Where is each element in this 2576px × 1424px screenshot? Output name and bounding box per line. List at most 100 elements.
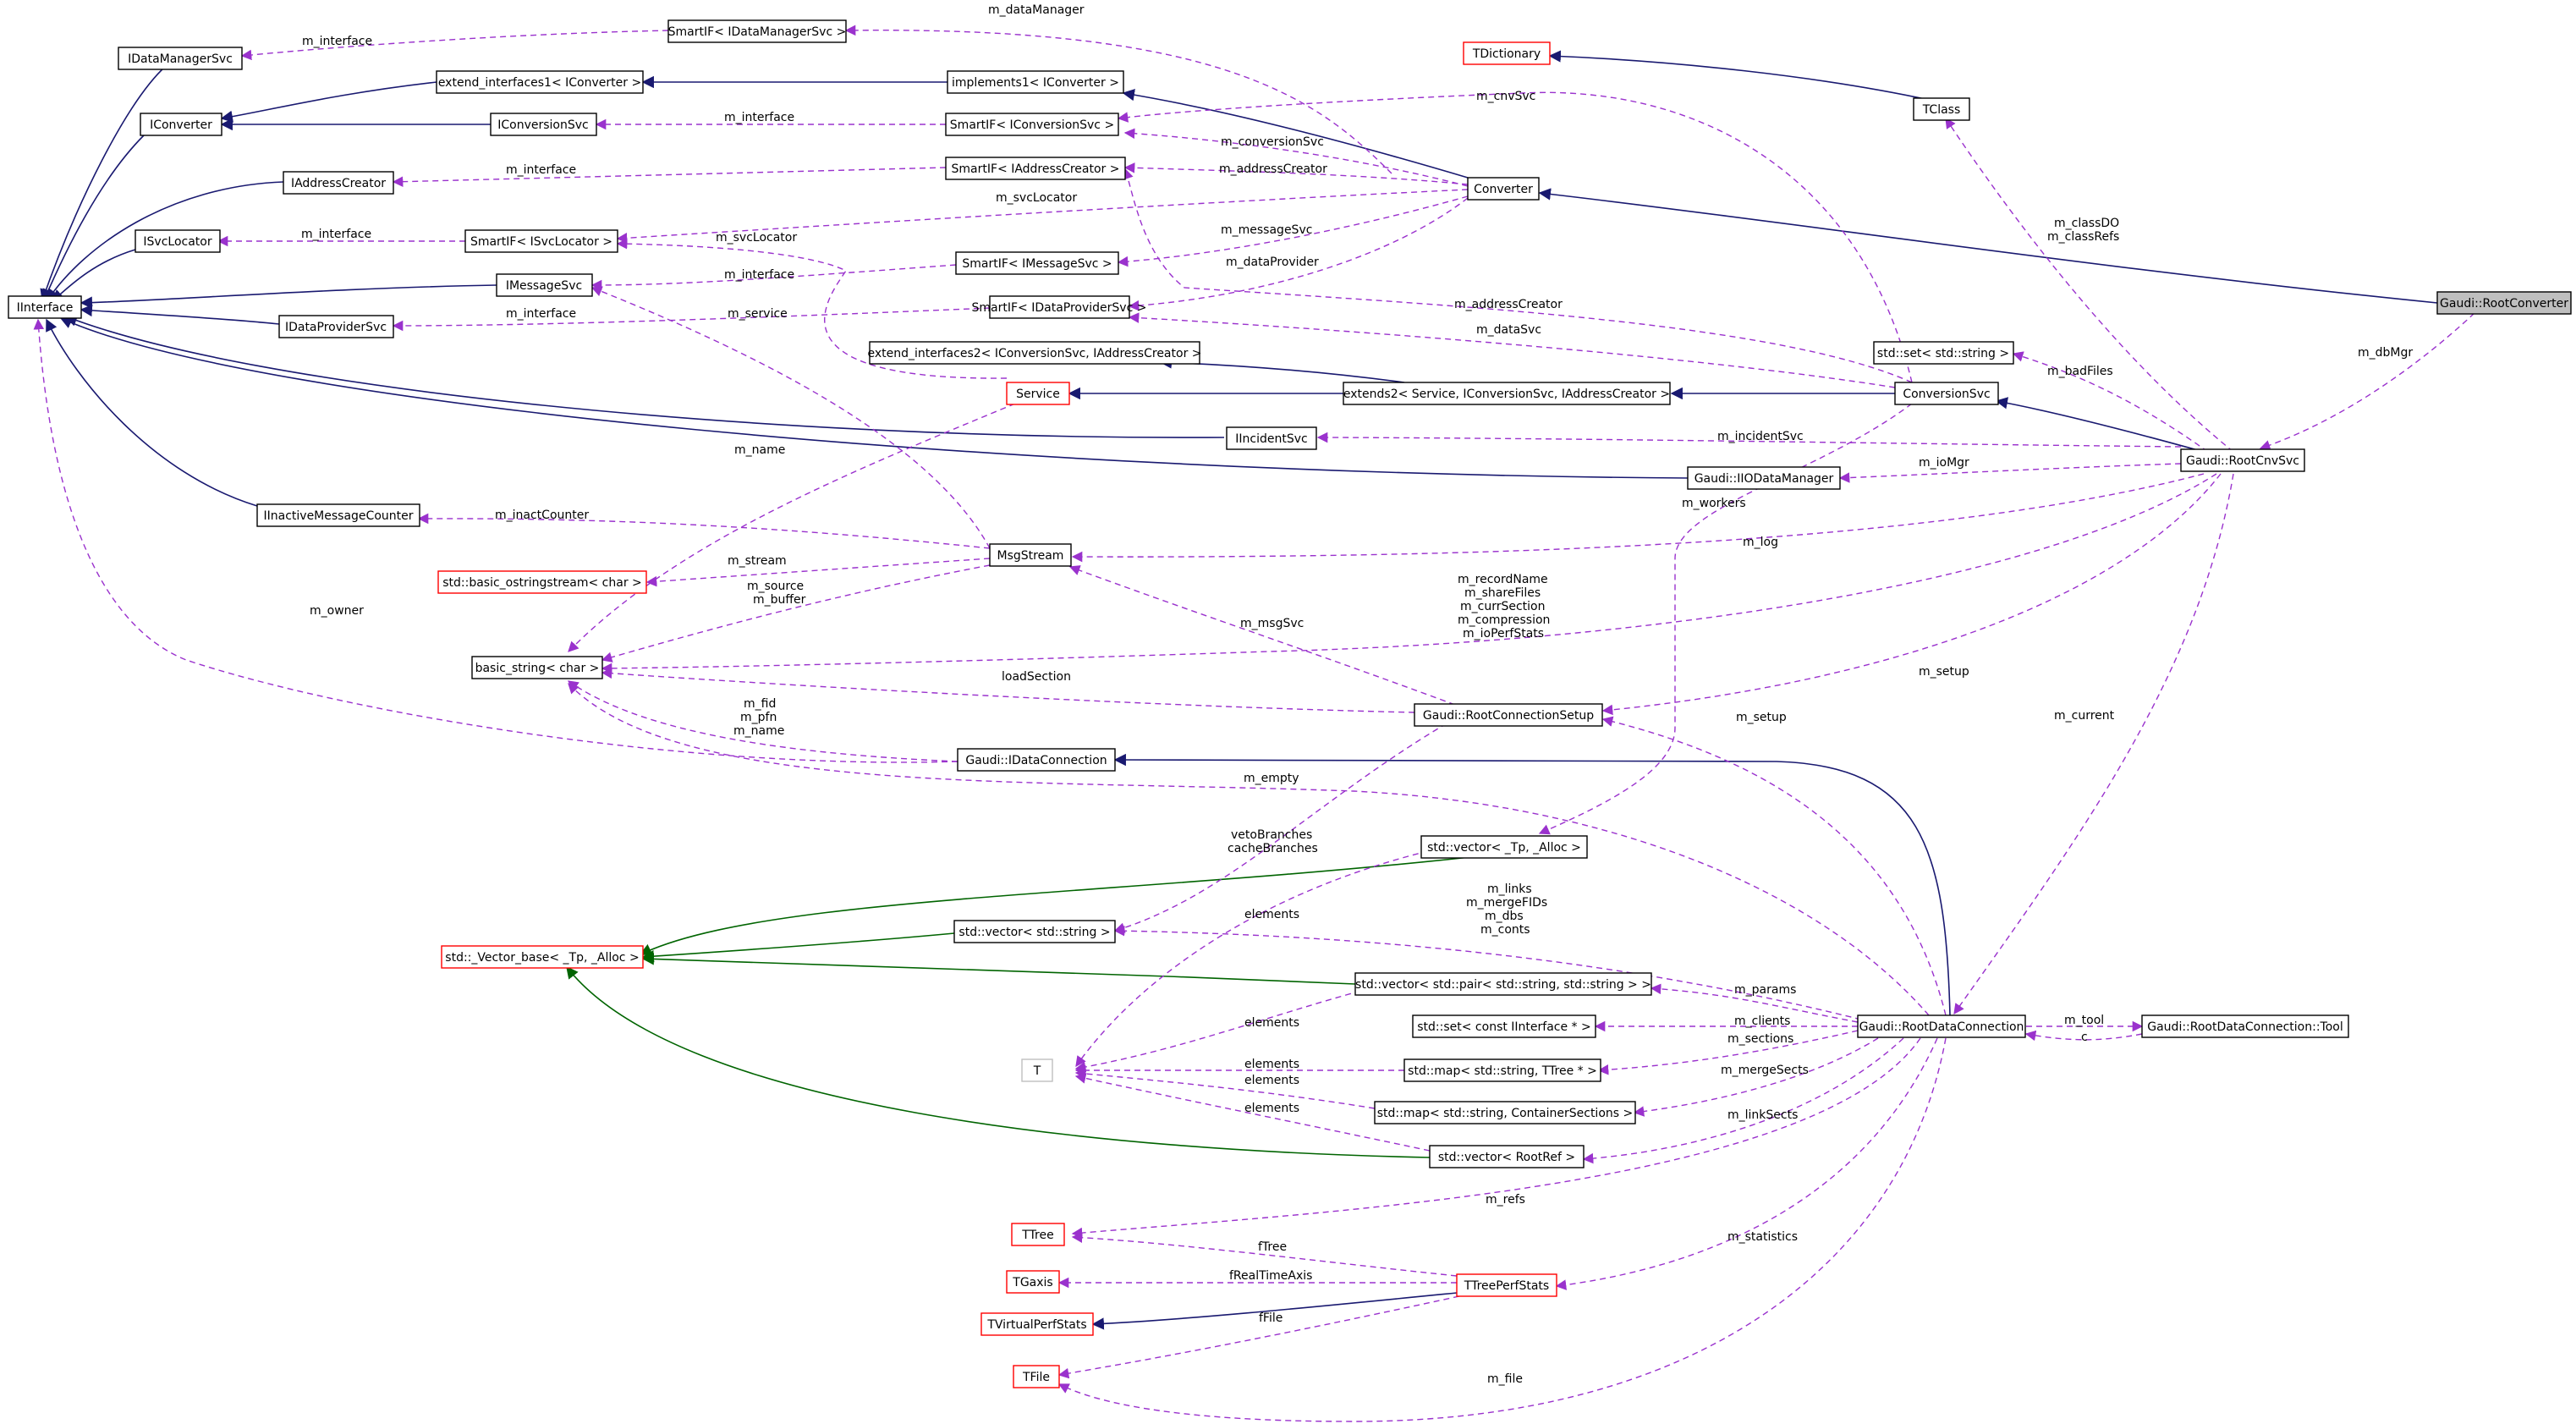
node-rootdataconnection[interactable]: Gaudi::RootDataConnection (1857, 1014, 2026, 1038)
edge-rootdataconnection-idataconnection (1113, 753, 1951, 1016)
node-rootconnectionsetup[interactable]: Gaudi::RootConnectionSetup (1414, 703, 1603, 727)
node-extends2[interactable]: extends2< Service, IConversionSvc, IAddr… (1343, 382, 1671, 405)
edge-label-m-interface: m_interface (302, 35, 372, 48)
edge-imessagesvc-iinterface (80, 284, 497, 309)
edge-label-m-datamanager: m_dataManager (988, 3, 1085, 17)
edge-m-mergesects (1633, 1037, 1879, 1117)
node-label: std::map< std::string, TTree * > (1408, 1064, 1597, 1078)
node-iinterface[interactable]: IInterface (8, 295, 82, 319)
node-smartif-idataprovidersvc[interactable]: SmartIF< IDataProviderSvc > (972, 295, 1147, 319)
edge-m-classdo (1945, 117, 2234, 453)
node-label: SmartIF< IDataManagerSvc > (668, 25, 847, 39)
node-label: TTreePerfStats (1464, 1279, 1549, 1293)
node-idataconnection[interactable]: Gaudi::IDataConnection (957, 748, 1116, 772)
edge-m-current (1953, 473, 2234, 1015)
node-vector-rootref[interactable]: std::vector< RootRef > (1429, 1145, 1585, 1168)
node-idataprovidersvc[interactable]: IDataProviderSvc (278, 315, 394, 338)
node-label: std::vector< std::pair< std::string, std… (1355, 978, 1651, 992)
node-iconverter[interactable]: IConverter (140, 113, 222, 136)
edge-label-m-setup: m_setup (1736, 711, 1787, 724)
edge-label-m-iomgr: m_ioMgr (1919, 456, 1969, 470)
node-label: std::set< std::string > (1877, 347, 2009, 360)
edge-m-dataprovider (1128, 197, 1469, 311)
node-smartif-iconversionsvc[interactable]: SmartIF< IConversionSvc > (945, 113, 1119, 136)
node-map-ttree[interactable]: std::map< std::string, TTree * > (1403, 1058, 1601, 1082)
node-iconversionsvc[interactable]: IConversionSvc (490, 113, 597, 136)
node-smartif-imessagesvc[interactable]: SmartIF< IMessageSvc > (955, 251, 1119, 275)
edge-m-links (1113, 925, 1862, 1020)
node-rootdataconnection-tool[interactable]: Gaudi::RootDataConnection::Tool (2141, 1014, 2349, 1038)
node-converter[interactable]: Converter (1467, 177, 1540, 201)
edge-label-m-classdo: m_classDO (2054, 217, 2119, 230)
edge-label-m-clients: m_clients (1734, 1014, 1790, 1028)
edge-vectorpair-vectorbase (641, 953, 1356, 985)
edge-label-frealtimeaxis: fRealTimeAxis (1229, 1269, 1312, 1283)
node-label: IMessageSvc (506, 279, 582, 293)
node-label: IAddressCreator (291, 177, 386, 190)
edge-label-vetobranches: vetoBranches (1231, 828, 1312, 842)
edge-label-m-svclocator: m_svcLocator (716, 231, 797, 245)
node-map-containersections[interactable]: std::map< std::string, ContainerSections… (1374, 1101, 1636, 1124)
node-vector-pair[interactable]: std::vector< std::pair< std::string, std… (1354, 972, 1652, 996)
node-label: std::vector< std::string > (958, 926, 1110, 939)
edge-label-m-inactcounter: m_inactCounter (495, 509, 589, 522)
node-tdictionary[interactable]: TDictionary (1463, 41, 1551, 65)
node-conversionsvc[interactable]: ConversionSvc (1894, 382, 1999, 405)
node-msgstream[interactable]: MsgStream (989, 543, 1072, 567)
node-extend-interfaces2[interactable]: extend_interfaces2< IConversionSvc, IAdd… (867, 341, 1202, 365)
node-iiodatamanager[interactable]: Gaudi::IIODataManager (1687, 466, 1841, 490)
node-vector-tp[interactable]: std::vector< _Tp, _Alloc > (1420, 835, 1588, 859)
edge-label-m-name: m_name (733, 724, 784, 738)
edge-label-m-svclocator: m_svcLocator (996, 191, 1077, 205)
edge-label-c: c (2081, 1031, 2088, 1044)
edge-label-m-links: m_links (1487, 882, 1532, 896)
node-label: implements1< IConverter > (952, 76, 1119, 90)
node-set-string[interactable]: std::set< std::string > (1873, 341, 2014, 365)
nodes: IDataManagerSvc IConverter IAddressCreat… (8, 19, 2572, 1388)
node-label: IInterface (17, 301, 74, 315)
node-extend-interfaces1[interactable]: extend_interfaces1< IConverter > (436, 70, 644, 94)
node-label: ISvcLocator (143, 235, 211, 249)
node-label: IIncidentSvc (1235, 432, 1307, 446)
node-smartif-iaddresscreator[interactable]: SmartIF< IAddressCreator > (945, 157, 1126, 180)
node-label: std::vector< _Tp, _Alloc > (1427, 841, 1581, 855)
edge-rootcnvsvc-conversionsvc (1995, 397, 2205, 453)
node-rootconverter[interactable]: Gaudi::RootConverter (2436, 291, 2572, 315)
node-basic-ostringstream[interactable]: std::basic_ostringstream< char > (437, 570, 647, 594)
node-implements1[interactable]: implements1< IConverter > (947, 70, 1124, 94)
node-tvirtualperfstats[interactable]: TVirtualPerfStats (980, 1312, 1094, 1336)
node-rootcnvsvc[interactable]: Gaudi::RootCnvSvc (2180, 448, 2305, 472)
node-imessagesvc[interactable]: IMessageSvc (496, 273, 593, 297)
node-vector-base[interactable]: std::_Vector_base< _Tp, _Alloc > (441, 945, 644, 969)
node-basic-string[interactable]: basic_string< char > (471, 656, 603, 679)
edge-m-log (1071, 473, 2205, 563)
node-ttree[interactable]: TTree (1011, 1223, 1065, 1246)
edge-m-fid (567, 680, 958, 762)
node-vector-string[interactable]: std::vector< std::string > (953, 920, 1116, 943)
node-smartif-idatamanagersvc[interactable]: SmartIF< IDataManagerSvc > (667, 19, 847, 43)
node-service[interactable]: Service (1006, 382, 1070, 405)
node-tfile[interactable]: TFile (1013, 1365, 1060, 1388)
node-set-iinterface[interactable]: std::set< const IInterface * > (1412, 1014, 1596, 1038)
node-t[interactable]: T (1021, 1058, 1053, 1082)
edge-label-m-service: m_service (728, 307, 788, 321)
node-iinactivemessagecounter[interactable]: IInactiveMessageCounter (256, 503, 420, 527)
node-iaddresscreator[interactable]: IAddressCreator (283, 171, 394, 195)
edge-label-m-msgsvc: m_msgSvc (1240, 617, 1304, 630)
node-isvclocator[interactable]: ISvcLocator (135, 229, 221, 253)
node-iincidentsvc[interactable]: IIncidentSvc (1226, 426, 1317, 450)
node-tclass[interactable]: TClass (1913, 97, 1970, 121)
edge-label-elements: elements (1244, 1102, 1299, 1115)
node-idatamanagersvc[interactable]: IDataManagerSvc (118, 47, 243, 70)
edge-label-m-mergefids: m_mergeFIDs (1466, 896, 1547, 910)
node-label: basic_string< char > (475, 662, 600, 675)
node-ttreeperfstats[interactable]: TTreePerfStats (1456, 1273, 1557, 1297)
edge-elements-1 (1075, 848, 1439, 1068)
node-tgaxis[interactable]: TGaxis (1006, 1270, 1060, 1294)
edge-label-m-linksects: m_linkSects (1727, 1108, 1798, 1122)
node-label: std::set< const IInterface * > (1417, 1020, 1591, 1034)
edge-label-m-ioperfstats: m_ioPerfStats (1463, 627, 1544, 641)
edge-m-owner (33, 318, 958, 763)
edge-converter-implements1 (1122, 88, 1469, 179)
node-smartif-isvclocator[interactable]: SmartIF< ISvcLocator > (464, 229, 618, 253)
